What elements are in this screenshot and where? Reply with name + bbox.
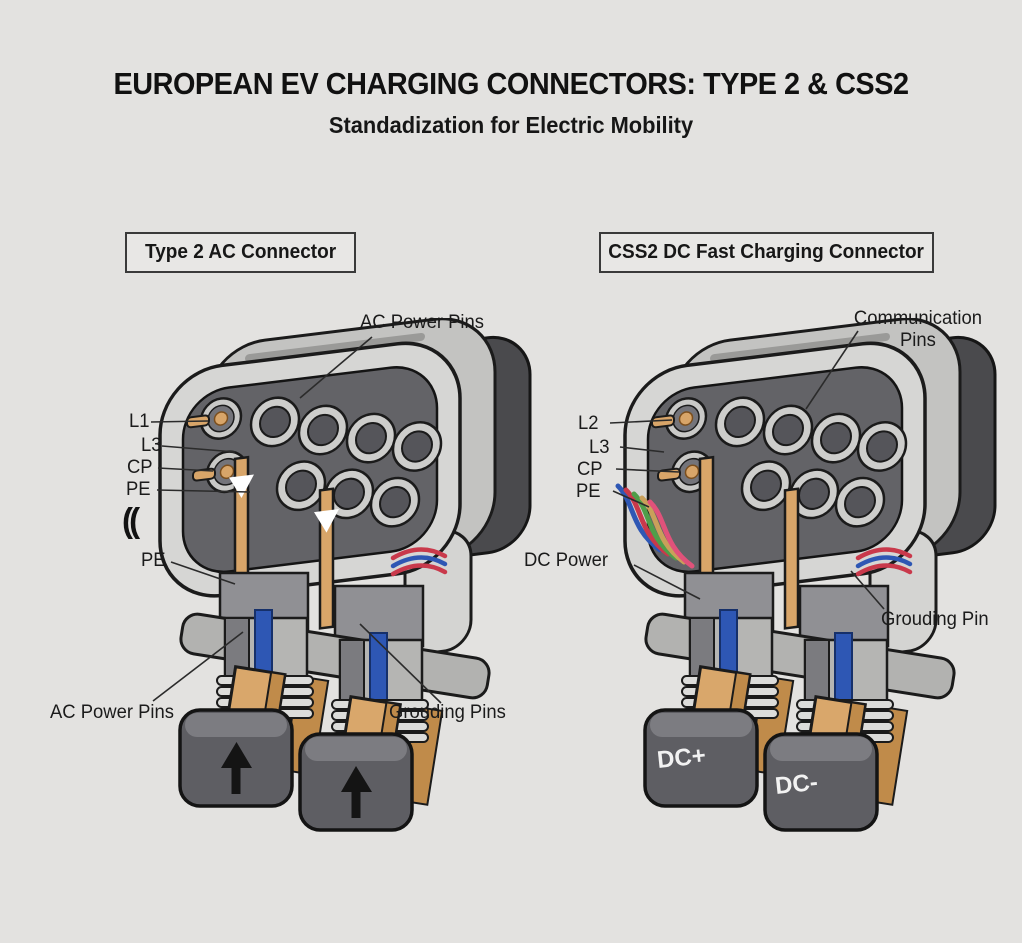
type2-ac-power-pins-top-label: AC Power Pins (360, 312, 484, 333)
type2-pe-lower-label: PE (141, 550, 166, 571)
up-arrow-icon (341, 766, 372, 818)
page-title: EUROPEAN EV CHARGING CONNECTORS: TYPE 2 … (113, 66, 909, 101)
type2-cable-block-2 (298, 732, 414, 832)
up-arrow-icon (221, 742, 252, 794)
css2-panel-title-box: CSS2 DC Fast Charging Connector (599, 232, 934, 273)
dc-plus-label: DC+ (656, 742, 707, 774)
dc-minus-label: DC- (774, 769, 819, 800)
css2-panel-title: CSS2 DC Fast Charging Connector (608, 241, 925, 263)
css2-communication-pins-label: Communication Pins (853, 308, 982, 351)
type2-l1-label: L1 (129, 411, 150, 432)
type2-panel-title-box: Type 2 AC Connector (125, 232, 356, 273)
css2-communication-pins (714, 396, 908, 528)
css2-dc-plus-block: DC+ (643, 708, 759, 808)
ce-mark: (( (122, 502, 140, 540)
type2-grounding-pins-label: Grouding Pins (389, 702, 506, 723)
css2-grounding-pin-label: Grouding Pin (881, 609, 989, 630)
css2-dc-minus-block: DC- (763, 732, 879, 832)
css2-l3-label: L3 (589, 437, 610, 458)
css2-pe-label: PE (576, 481, 601, 502)
type2-shell (158, 318, 532, 655)
type2-power-pins (249, 396, 443, 528)
css2-connector-illustration: DC+ DC- (615, 318, 997, 832)
type2-panel-title: Type 2 AC Connector (144, 241, 337, 263)
down-arrow-icon (314, 509, 339, 533)
type2-pe-label: PE (126, 479, 151, 500)
page-subtitle: Standadization for Electric Mobility (328, 112, 694, 138)
type2-l3-label: L3 (141, 435, 162, 456)
type2-cp-label: CP (127, 457, 153, 478)
type2-ac-power-pins-bottom-label: AC Power Pins (50, 702, 174, 723)
type2-internal-wires (390, 547, 448, 577)
css2-lower-assembly: DC+ DC- (643, 547, 956, 832)
type2-connector-illustration (158, 318, 532, 832)
css2-rods (698, 455, 800, 630)
css2-cp-label: CP (577, 459, 603, 480)
css2-l2-label: L2 (578, 413, 599, 434)
css2-dc-power-label: DC Power (524, 550, 608, 571)
type2-cable-block-1 (178, 708, 294, 808)
down-arrow-icon (229, 474, 254, 499)
